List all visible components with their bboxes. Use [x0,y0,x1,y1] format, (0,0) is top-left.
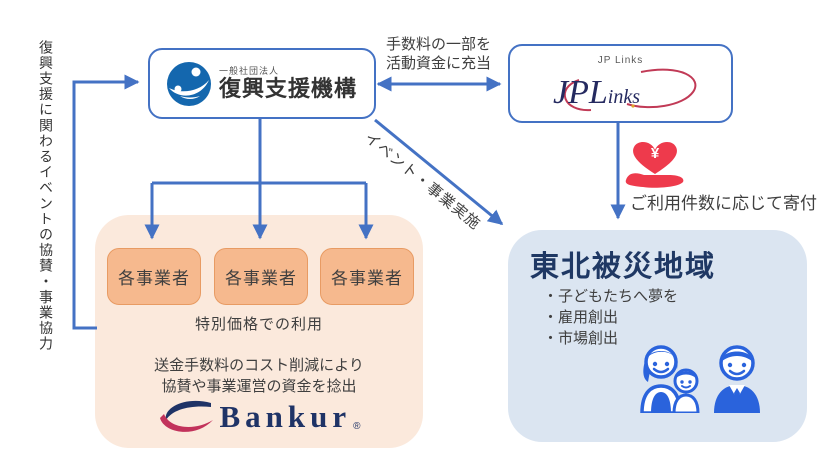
fukko-org-type: 一般社団法人 [218,66,279,77]
sponsor-note: 復興支援に関わるイベントの協賛・事業協力 [38,40,54,352]
fukko-org-name: 復興支援機構 [218,75,357,101]
cost-description-line1: 送金手数料のコスト削減により [154,357,364,374]
bankur-wordmark: Bankur [219,399,352,434]
jplinks-org-box: JP Links JPLinks [508,44,733,123]
bankur-swoosh-icon [160,400,214,432]
yen-symbol: ¥ [651,145,660,162]
jplinks-logo-main: JPL [553,74,608,111]
tohoku-bullet-1: ・子どもたちへ夢を [543,288,679,305]
fukko-org-box: 一般社団法人 復興支援機構 [148,48,376,119]
businessman-icon [714,345,760,413]
partner-box-2: 各事業者 [214,248,308,305]
svg-text:JPLinks: JPLinks [553,74,640,111]
donation-label: ご利用件数に応じて寄付 [630,194,817,213]
fee-label: 手数料の一部を 活動資金に充当 [386,36,491,74]
jplinks-caption: JP Links [597,55,644,66]
event-diagonal-arrow [374,118,504,226]
partner-box-3: 各事業者 [320,248,414,305]
tohoku-bullets: ・子どもたちへ夢を ・雇用創出 ・市場創出 [543,286,678,349]
fukko-logo-icon [166,61,211,106]
sponsor-bracket-arrow [72,74,140,330]
cost-description-line2: 協賛や事業運営の資金を捻出 [161,378,357,395]
jplinks-logo-icon: JPLinks [553,68,696,112]
partner-box-1: 各事業者 [107,248,201,305]
fee-label-line1: 手数料の一部を [386,36,492,53]
fee-label-line2: 活動資金に充当 [386,54,492,72]
mother-child-icon [640,345,700,413]
heart-hand-yen-icon: ¥ [625,141,684,188]
bankur-logo: Bankur ® [95,398,423,436]
jplinks-logo-tail: inks [607,86,639,108]
cost-description: 送金手数料のコスト削減により 協賛や事業運営の資金を捻出 [95,355,423,397]
benefit-label: 特別価格での利用 [194,316,323,333]
tohoku-bullet-2: ・雇用創出 [543,309,619,326]
bankur-registered-mark: ® [353,421,361,432]
tohoku-bullet-3: ・市場創出 [543,330,619,347]
tohoku-title: 東北被災地域 [530,251,717,283]
